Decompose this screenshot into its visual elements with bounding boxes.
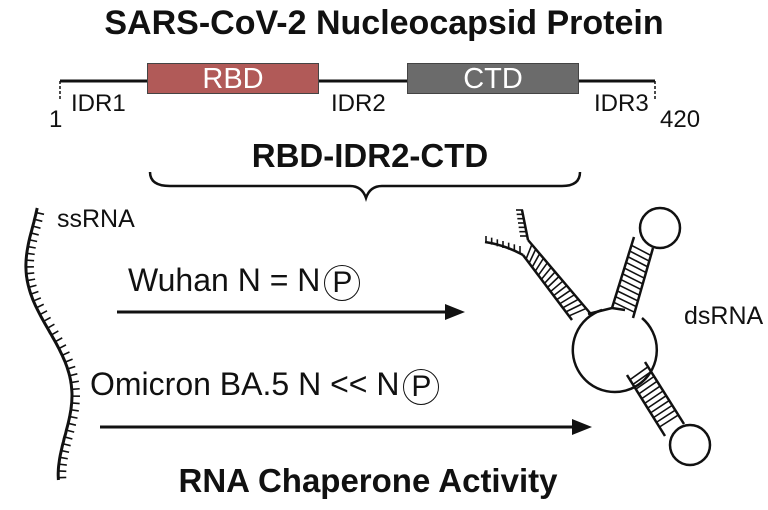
ssrna-base-tick bbox=[64, 436, 73, 440]
ssrna-base-tick bbox=[36, 211, 45, 216]
ssrna-base-tick bbox=[34, 218, 43, 223]
idr3-label: IDR3 bbox=[594, 90, 649, 117]
base-pair-rung bbox=[540, 266, 552, 280]
ssrna-base-tick bbox=[71, 387, 80, 391]
base-pair-rung bbox=[565, 303, 583, 313]
base-pair-rung bbox=[528, 248, 537, 264]
dsrna-basepairs bbox=[485, 209, 679, 428]
dsrna-structure-icon bbox=[484, 206, 712, 467]
ssrna-base-tick bbox=[59, 456, 68, 460]
ssrna-base-tick bbox=[26, 272, 35, 275]
base-pair-rung bbox=[543, 271, 556, 284]
base-pair-rung bbox=[556, 289, 572, 301]
base-pair-rung bbox=[641, 385, 661, 400]
reaction-omicron-text: Omicron BA.5 N << N bbox=[90, 366, 400, 402]
ssrna-base-tick bbox=[70, 380, 79, 384]
base-pair-rung bbox=[644, 390, 664, 405]
ssrna-base-tick bbox=[67, 365, 76, 370]
figure-title: SARS-CoV-2 Nucleocapsid Protein bbox=[104, 4, 664, 42]
domain-rbd-box: RBD bbox=[147, 63, 319, 95]
ssrna-base-tick bbox=[62, 442, 71, 447]
base-pair-rung bbox=[531, 253, 541, 268]
ssrna-base-tick bbox=[69, 415, 78, 419]
ssrna-base-tick bbox=[39, 310, 48, 316]
ssrna-base-tick bbox=[33, 297, 42, 302]
ssrna-base-tick bbox=[26, 259, 35, 262]
base-pair-rung bbox=[631, 244, 652, 257]
base-pair-rung bbox=[617, 290, 639, 302]
base-pair-rung bbox=[646, 395, 667, 409]
ssrna-base-tick bbox=[30, 232, 39, 236]
base-pair-rung bbox=[534, 257, 545, 272]
ssrna-base-tick bbox=[28, 284, 37, 289]
ssrna-base-tick bbox=[26, 252, 35, 256]
idr2-label: IDR2 bbox=[331, 90, 386, 117]
ssrna-base-tick bbox=[58, 463, 67, 466]
base-pair-rung bbox=[632, 371, 652, 386]
ssrna-base-tick bbox=[67, 422, 77, 426]
ssrna-strand-icon bbox=[24, 207, 80, 481]
reaction-wuhan-text: Wuhan N = N bbox=[128, 262, 321, 298]
base-pair-rung bbox=[638, 380, 658, 395]
ssrna-base-tick bbox=[64, 358, 73, 363]
construct-label: RBD-IDR2-CTD bbox=[251, 137, 489, 174]
ssrna-base-tick bbox=[30, 290, 39, 295]
arrow-wuhan-head bbox=[445, 304, 465, 320]
base-pair-rung bbox=[553, 284, 568, 297]
residue-end-label: 420 bbox=[660, 106, 701, 133]
ssrna-base-tick bbox=[47, 323, 55, 329]
base-pair-rung bbox=[618, 284, 641, 297]
base-pair-rung bbox=[655, 409, 676, 424]
phospho-circle-icon: P bbox=[324, 264, 361, 301]
base-pair-rung bbox=[624, 267, 646, 280]
ssrna-base-tick bbox=[70, 408, 79, 412]
ssrna-base-tick bbox=[43, 316, 52, 323]
ssrna-base-tick bbox=[61, 449, 70, 454]
base-pair-rung bbox=[628, 256, 649, 268]
base-pair-rung bbox=[559, 294, 575, 305]
base-pair-rung bbox=[622, 273, 644, 285]
base-pair-rung bbox=[658, 414, 679, 428]
ssrna-base-tick bbox=[27, 245, 36, 249]
ssrna-base-tick bbox=[32, 225, 41, 229]
base-pair-rung bbox=[635, 375, 655, 390]
ssrna-base-tick bbox=[54, 337, 63, 343]
ssrna-base-tick bbox=[61, 351, 70, 357]
base-pair-rung bbox=[626, 261, 647, 274]
base-pair-rung bbox=[525, 244, 533, 260]
base-pair-rung bbox=[546, 275, 560, 289]
ssrna-base-tick bbox=[36, 303, 45, 309]
curly-brace bbox=[148, 171, 582, 202]
ssrna-base-tick bbox=[71, 402, 80, 405]
ssrna-base-tick bbox=[29, 238, 38, 243]
idr1-label: IDR1 bbox=[71, 90, 126, 117]
base-pair-rung bbox=[550, 280, 564, 293]
base-pair-rung bbox=[537, 262, 549, 276]
base-pair-rung bbox=[629, 250, 651, 263]
ssrna-base-tick bbox=[58, 344, 67, 350]
base-pair-rung bbox=[649, 399, 670, 414]
ssrna-base-tick bbox=[50, 330, 59, 336]
base-pair-rung bbox=[568, 307, 587, 317]
ssrna-backbone bbox=[24, 207, 74, 481]
arrow-omicron-head bbox=[572, 419, 592, 435]
ssrna-base-tick bbox=[69, 373, 78, 377]
phospho-circle-icon: P bbox=[403, 368, 440, 405]
base-pair-rung bbox=[613, 301, 636, 314]
base-pair-rung bbox=[562, 298, 579, 309]
base-pair-rung bbox=[629, 366, 649, 381]
dsrna-label: dsRNA bbox=[684, 302, 764, 330]
domain-ctd-box: CTD bbox=[407, 63, 579, 95]
ssrna-base-tick bbox=[66, 429, 75, 433]
base-pair-rung bbox=[615, 295, 637, 308]
base-pair-rung bbox=[620, 278, 642, 291]
base-pair-rung bbox=[652, 404, 673, 419]
residue-start-label: 1 bbox=[49, 106, 63, 133]
ssrna-label: ssRNA bbox=[57, 205, 135, 233]
activity-label: RNA Chaperone Activity bbox=[178, 462, 558, 499]
ssrna-base-tick bbox=[27, 278, 36, 282]
